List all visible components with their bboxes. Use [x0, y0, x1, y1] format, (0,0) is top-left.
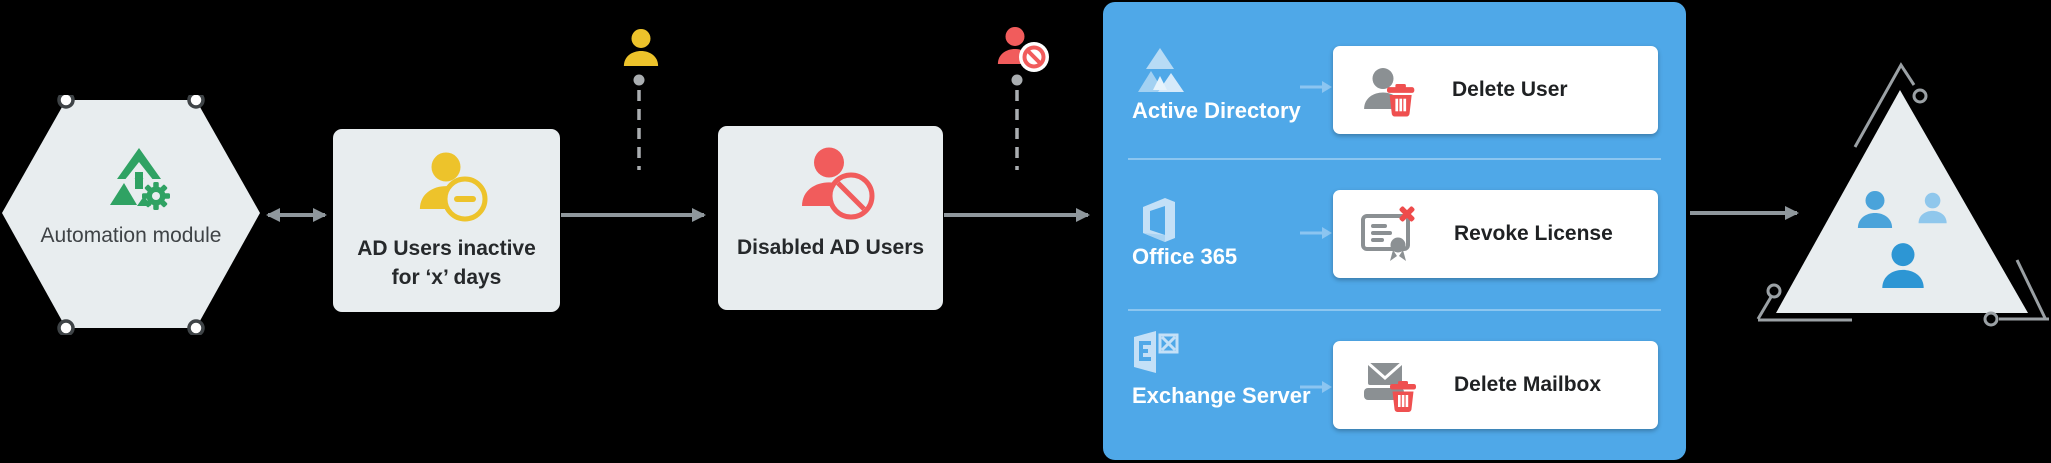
service-label-active-directory: Active Directory — [1132, 98, 1301, 123]
action-label-revoke-license: Revoke License — [1454, 222, 1613, 245]
user-minus-icon — [419, 152, 487, 222]
inactive-user-float-icon — [623, 28, 659, 66]
row-divider — [1128, 309, 1661, 311]
inactive-users-label: AD Users inactive for ‘x’ days — [357, 234, 536, 292]
row-arrow-icon — [1300, 227, 1332, 239]
delete-user-icon — [1364, 68, 1415, 117]
inactive-users-label-line2: for ‘x’ days — [391, 266, 502, 289]
dashed-connector-red — [1011, 74, 1023, 170]
delete-mailbox-icon — [1364, 361, 1416, 412]
user-blocked-icon — [801, 147, 874, 220]
action-card-delete-user: Delete User — [1333, 46, 1658, 134]
users-triangle — [1776, 90, 2028, 313]
automation-module-node — [2, 95, 260, 335]
automation-module-label: Automation module — [40, 224, 222, 247]
action-card-delete-mailbox: Delete Mailbox — [1333, 341, 1658, 429]
gear-icon — [142, 182, 170, 210]
inactive-users-label-line1: AD Users inactive — [357, 237, 536, 260]
service-label-exchange-server: Exchange Server — [1132, 383, 1311, 408]
action-label-delete-mailbox: Delete Mailbox — [1454, 373, 1602, 396]
cleanup-actions-panel: Active Directory Delete User Office 365 — [1103, 2, 1686, 460]
office-365-icon — [1143, 198, 1175, 242]
revoke-license-icon — [1361, 206, 1415, 261]
service-label-office-365: Office 365 — [1132, 244, 1238, 269]
action-label-delete-user: Delete User — [1452, 78, 1568, 101]
inactive-users-node: AD Users inactive for ‘x’ days — [333, 129, 560, 312]
dashed-connector-yellow — [633, 74, 645, 170]
disabled-user-float-icon — [997, 26, 1049, 72]
disabled-users-node: Disabled AD Users — [718, 126, 943, 310]
red-x-icon — [1399, 206, 1415, 222]
exchange-server-icon — [1134, 331, 1179, 373]
disabled-users-label: Disabled AD Users — [736, 236, 925, 259]
active-directory-icon — [1138, 48, 1184, 92]
automation-module-icon — [110, 148, 170, 210]
row-arrow-icon — [1300, 381, 1332, 393]
row-divider — [1128, 158, 1661, 160]
action-card-revoke-license: Revoke License — [1333, 190, 1658, 278]
connector-handles — [57, 95, 205, 335]
triangle-sketch-decoration — [1756, 62, 2049, 327]
row-arrow-icon — [1300, 81, 1332, 93]
